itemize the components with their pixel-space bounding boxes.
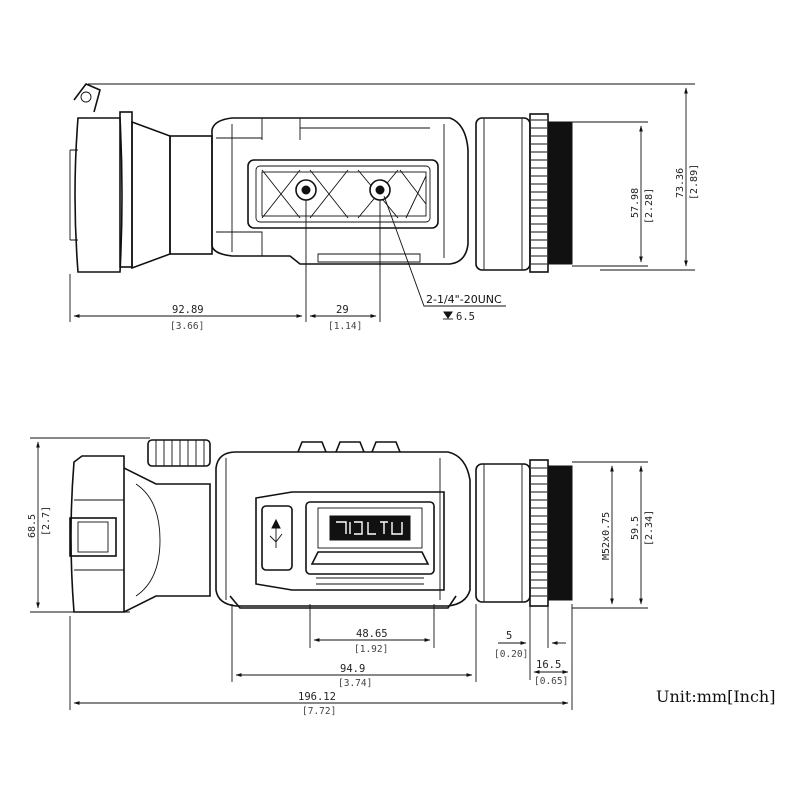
unit-label: Unit:mm[Inch] bbox=[656, 687, 775, 706]
gap-inch: [0.20] bbox=[494, 649, 528, 660]
diameter-inch: [2.34] bbox=[644, 510, 655, 546]
side-view-labels: 68.5 [2.7] M52x0.75 59.5 [2.34] 48.65 [1… bbox=[27, 506, 775, 717]
height-73-mm: 73.36 bbox=[675, 168, 686, 198]
rail-inch: [1.92] bbox=[354, 644, 388, 655]
offset-mm: 92.89 bbox=[172, 304, 204, 316]
thread-depth: 6.5 bbox=[456, 311, 475, 323]
height-57-mm: 57.98 bbox=[630, 188, 641, 218]
ring-inch: [0.65] bbox=[534, 676, 568, 687]
rail-mm: 48.65 bbox=[356, 628, 388, 640]
height-57-inch: [2.28] bbox=[644, 188, 655, 224]
height-73-inch: [2.89] bbox=[689, 164, 700, 200]
side-height-mm: 68.5 bbox=[27, 514, 38, 538]
top-view-dimensions bbox=[69, 87, 695, 322]
body-inch: [3.74] bbox=[338, 678, 372, 689]
side-height-inch: [2.7] bbox=[41, 506, 52, 536]
gap-mm: 5 bbox=[506, 630, 512, 642]
total-inch: [7.72] bbox=[302, 706, 336, 717]
thread-spec: M52x0.75 bbox=[601, 512, 612, 560]
side-view-dimensions bbox=[30, 437, 648, 710]
diameter-mm: 59.5 bbox=[630, 516, 641, 540]
offset-inch: [3.66] bbox=[170, 321, 204, 332]
top-view-device bbox=[69, 83, 695, 273]
ring-mm: 16.5 bbox=[536, 659, 561, 671]
hole-spacing-mm: 29 bbox=[336, 304, 349, 316]
top-view-labels: 57.98 [2.28] 73.36 [2.89] 92.89 [3.66] 2… bbox=[170, 164, 700, 332]
body-mm: 94.9 bbox=[340, 663, 365, 675]
total-mm: 196.12 bbox=[298, 691, 336, 703]
thread-label: 2-1/4"-20UNC bbox=[426, 293, 502, 306]
side-view-device bbox=[69, 439, 573, 613]
hole-spacing-inch: [1.14] bbox=[328, 321, 362, 332]
